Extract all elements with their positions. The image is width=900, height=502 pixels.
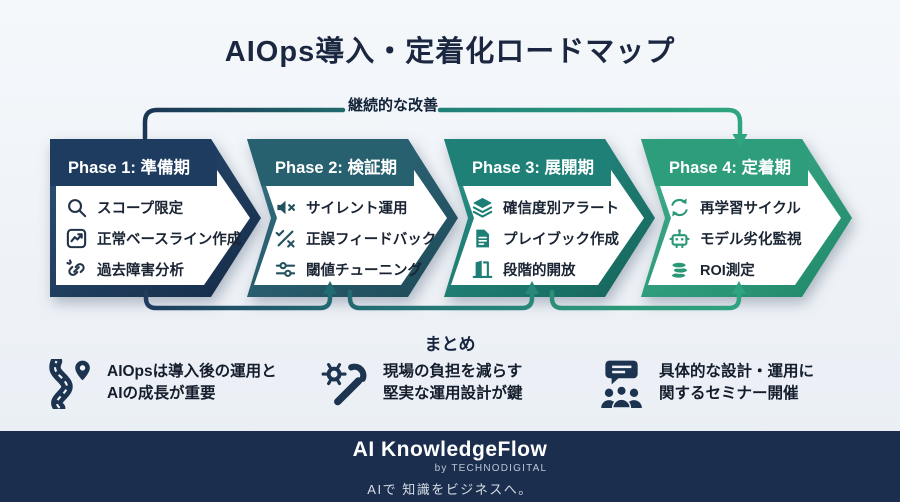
phase-item-label: 確信度別アラート: [503, 201, 619, 217]
phase-item: 正常ベースライン作成: [50, 223, 241, 254]
phase-2-title: Phase 2: 検証期: [275, 159, 397, 177]
arrow-up-icon: [525, 281, 539, 294]
summary-item-design: 現場の負担を減らす 堅実な運用設計が鍵: [320, 357, 523, 409]
phase-item-label: 過去障害分析: [97, 263, 184, 279]
footer: AI KnowledgeFlow by TECHNODIGITAL AIで 知識…: [0, 431, 900, 502]
phase-item-label: 正常ベースライン作成: [97, 232, 242, 248]
phase-3-title: Phase 3: 展開期: [472, 159, 594, 177]
phase-1-title: Phase 1: 準備期: [68, 159, 190, 177]
phase-4: Phase 4: 定着期 再学習サイクル モデル劣化監視 ROI測定: [641, 136, 853, 300]
phase-item: 再学習サイクル: [641, 192, 827, 223]
arrow-down-icon: [732, 134, 748, 147]
playbook-icon: [471, 227, 494, 250]
phase-1: Phase 1: 準備期 スコープ限定 正常ベースライン作成 過去障害分析: [50, 136, 262, 300]
refresh-icon: [668, 196, 691, 219]
arrow-up-icon: [323, 281, 337, 294]
robot-icon: [668, 227, 691, 250]
brand-tagline: AIで 知識をビジネスへ。: [367, 482, 533, 497]
phase-item-label: 再学習サイクル: [700, 201, 801, 217]
phase-4-title: Phase 4: 定着期: [669, 159, 791, 177]
phase-item-label: スコープ限定: [97, 201, 184, 217]
door-open-icon: [471, 258, 494, 281]
arrow-up-icon: [732, 281, 746, 294]
check-x-icon: [274, 227, 297, 250]
phase-2: Phase 2: 検証期 サイレント運用 正誤フィードバック 閾値チューニング: [247, 136, 459, 300]
brand-name: AI KnowledgeFlow: [352, 438, 548, 461]
phase-arrow-shape: [50, 139, 261, 297]
phase-item: スコープ限定: [50, 192, 236, 223]
continuous-improvement-arrow: [142, 107, 748, 147]
summary-item-operations: AIOpsは導入後の運用と AIの成長が重要: [44, 357, 277, 409]
phase-arrow-shape: [247, 139, 458, 297]
phase-item: 段階的開放: [444, 254, 630, 285]
phase-item: 確信度別アラート: [444, 192, 630, 223]
phase-arrow-shape: [641, 139, 852, 297]
roadmap-icon: [44, 359, 94, 409]
phase-item-label: 段階的開放: [503, 263, 576, 279]
broken-link-icon: [65, 258, 88, 281]
summary-text: 具体的な設計・運用に 関するセミナー開催: [659, 363, 815, 402]
seminar-icon: [596, 359, 646, 409]
phase-item-label: プレイブック作成: [503, 232, 619, 248]
phase-3: Phase 3: 展開期 確信度別アラート プレイブック作成 段階的開放: [444, 136, 656, 300]
tools-icon: [320, 359, 370, 409]
summary-text: AIOpsは導入後の運用と AIの成長が重要: [107, 363, 277, 402]
summary-heading: まとめ: [424, 335, 476, 354]
summary-item-seminar: 具体的な設計・運用に 関するセミナー開催: [596, 357, 814, 409]
layers-icon: [471, 196, 494, 219]
phase-item: サイレント運用: [247, 192, 433, 223]
phase-arrow-shape: [444, 139, 655, 297]
brand-byline: by TECHNODIGITAL: [434, 463, 548, 474]
phase-feedback-arrows: [143, 281, 746, 311]
phase-item: 正誤フィードバック: [247, 223, 437, 254]
line-chart-icon: [65, 227, 88, 250]
sliders-icon: [274, 258, 297, 281]
phase-item-label: ROI測定: [700, 263, 755, 279]
continuous-improvement-label: 継続的な改善: [347, 97, 438, 114]
phase-item: 過去障害分析: [50, 254, 236, 285]
coins-icon: [668, 258, 691, 281]
phase-item-label: 閾値チューニング: [306, 263, 422, 279]
phase-item: モデル劣化監視: [641, 223, 827, 254]
phase-item: プレイブック作成: [444, 223, 630, 254]
phase-item-label: サイレント運用: [306, 201, 408, 217]
volume-mute-icon: [274, 196, 297, 219]
phase-item: ROI測定: [641, 254, 827, 285]
phase-item: 閾値チューニング: [247, 254, 433, 285]
page-title: AIOps導入・定着化ロードマップ: [224, 36, 676, 68]
phase-item-label: 正誤フィードバック: [306, 232, 437, 248]
summary-text: 現場の負担を減らす 堅実な運用設計が鍵: [383, 363, 523, 402]
search-icon: [65, 196, 88, 219]
phase-item-label: モデル劣化監視: [700, 232, 802, 248]
